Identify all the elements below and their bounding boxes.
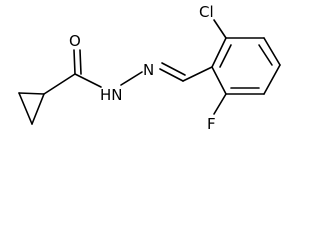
bond-ring-to-f — [213, 93, 227, 115]
bond-ring-c3-c4 — [263, 37, 281, 66]
chemical-structure-diagram: O HN N Cl F — [18, 3, 281, 133]
bond-cp-top-left — [18, 92, 45, 95]
imine-n-label: N — [143, 61, 154, 79]
bond-ring-c1-c2 — [211, 37, 227, 68]
bond-co-line-2 — [79, 49, 82, 75]
bond-ring-inner-1 — [219, 44, 232, 68]
bond-co-line-1 — [73, 49, 76, 75]
cyclopropyl-ring — [18, 92, 45, 125]
bond-ring-inner-2 — [258, 44, 273, 66]
bond-cp-right-bottom — [31, 93, 45, 125]
hydrazide-nh-label: HN — [100, 86, 123, 104]
benzene-ring — [211, 37, 281, 95]
bond-nh-to-n — [120, 71, 143, 86]
fluorine-label: F — [207, 115, 216, 133]
bond-ch-to-ring — [182, 66, 213, 82]
bond-imine-line-2 — [161, 62, 186, 76]
bond-ring-c4-c5 — [263, 64, 281, 95]
carbonyl-double-bond — [73, 49, 82, 75]
imine-double-bond — [159, 62, 186, 82]
bond-ring-to-cl — [213, 19, 227, 39]
bond-cp-left-bottom — [18, 92, 33, 125]
chlorine-label: Cl — [199, 3, 214, 21]
oxygen-label: O — [69, 32, 81, 50]
bond-carbonyl-to-nh — [74, 73, 102, 88]
bond-ring-to-carbonyl — [43, 73, 76, 95]
bond-ring-c6-c1 — [211, 66, 227, 95]
bond-imine-line-1 — [159, 68, 184, 82]
